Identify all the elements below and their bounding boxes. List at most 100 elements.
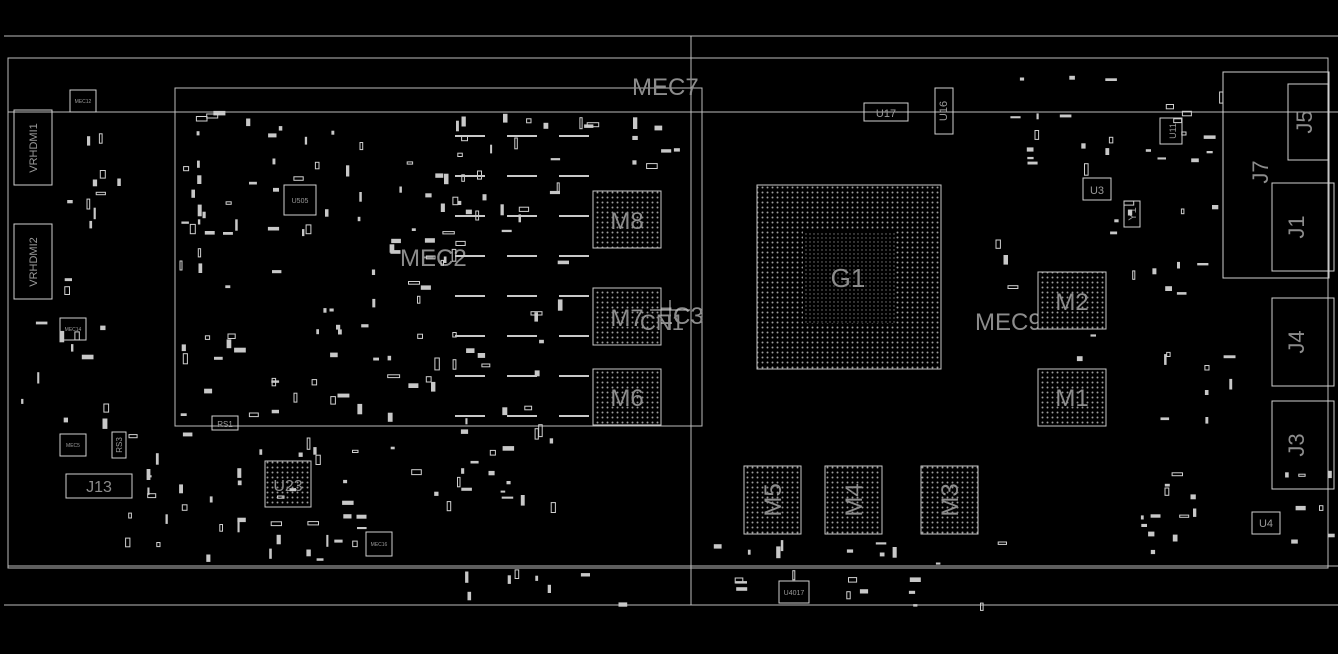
smd-pad	[1059, 114, 1072, 118]
smd-pad	[198, 263, 203, 273]
memory-m6[interactable]: M6	[592, 368, 662, 426]
smd-pad	[452, 196, 459, 206]
smd-pad	[452, 332, 457, 338]
connector-j5[interactable]: J5	[1287, 83, 1329, 161]
memory-m5[interactable]: M5	[743, 465, 802, 535]
memory-m7[interactable]: M7	[592, 287, 662, 346]
memory-m3[interactable]: M3	[920, 465, 979, 535]
smd-pad	[1090, 334, 1096, 337]
component-label-u3: U3	[1090, 185, 1104, 197]
shield-mec12[interactable]: MEC12	[69, 89, 97, 113]
smd-pad	[507, 575, 511, 584]
smd-pad	[633, 117, 638, 129]
smd-pad	[530, 311, 543, 316]
smd-pad	[488, 470, 495, 476]
smd-pad	[307, 521, 319, 526]
ic-u4[interactable]: U4	[1251, 511, 1281, 535]
ic-u17[interactable]: U17	[863, 102, 909, 122]
smd-pad	[514, 569, 520, 580]
smd-pad	[1157, 157, 1166, 160]
smd-pad	[390, 250, 401, 254]
smd-pad	[213, 110, 226, 116]
smd-pad	[1140, 515, 1144, 520]
connector-j3[interactable]: J3	[1271, 400, 1335, 490]
memory-m8[interactable]: M8	[592, 190, 662, 249]
smd-pad	[361, 324, 369, 328]
resistor-rs3[interactable]: RS3	[111, 431, 127, 459]
smd-pad	[1171, 472, 1183, 477]
smd-pad	[892, 547, 897, 558]
smd-pad	[1069, 75, 1075, 80]
resistor-rs1[interactable]: RS1	[211, 415, 239, 431]
smd-pad	[204, 335, 211, 340]
smd-pad	[1150, 514, 1161, 518]
gpu-g1[interactable]: G1	[756, 184, 942, 370]
smd-pad	[1148, 531, 1155, 537]
smd-pad	[1173, 118, 1183, 124]
ic-u11[interactable]: U11	[1159, 117, 1183, 145]
ic-u16[interactable]: U16	[934, 87, 954, 135]
component-label-j5: J5	[1292, 110, 1317, 133]
smd-pad	[214, 356, 223, 360]
connector-j1[interactable]: J1	[1271, 182, 1335, 272]
smd-pad	[1295, 505, 1306, 511]
component-label-j7: J7	[1248, 160, 1273, 183]
shield-mec14[interactable]: MEC14	[59, 317, 87, 341]
smd-pad	[197, 175, 202, 184]
smd-pad	[271, 409, 279, 414]
smd-pad	[373, 357, 379, 361]
smd-pad	[1223, 355, 1236, 359]
smd-pad	[71, 344, 74, 352]
region-vrhdmi2[interactable]: VRHDMI2	[13, 223, 53, 300]
smd-pad	[102, 418, 108, 429]
smd-pad	[557, 260, 569, 265]
connector-cn1[interactable]: CN1	[640, 300, 690, 335]
component-label-mec16: MEC16	[371, 542, 388, 548]
smd-pad	[304, 136, 308, 145]
ic-u3[interactable]: U3	[1082, 177, 1112, 201]
connector-j13[interactable]: J13	[65, 473, 133, 499]
memory-m1[interactable]: M1	[1037, 368, 1107, 427]
smd-pad	[197, 248, 202, 258]
ic-u23[interactable]: U23	[264, 460, 312, 508]
smd-pad	[202, 211, 206, 219]
smd-pad	[1181, 110, 1192, 117]
component-label-mec5: MEC5	[66, 443, 80, 449]
smd-pad	[390, 446, 395, 450]
smd-pad	[182, 353, 188, 365]
smd-pad	[1177, 261, 1180, 269]
smd-pad	[444, 173, 449, 185]
shield-mec5[interactable]: MEC5	[59, 433, 87, 457]
connector-j4[interactable]: J4	[1271, 297, 1335, 387]
smd-pad	[1003, 255, 1008, 265]
memory-m2[interactable]: M2	[1037, 271, 1107, 330]
memory-m4[interactable]: M4	[824, 465, 883, 535]
component-label-vrhdmi1: VRHDMI1	[28, 123, 40, 173]
smd-pad	[227, 333, 236, 339]
smd-pad	[316, 329, 319, 335]
board-outline	[4, 35, 1338, 606]
smd-pad	[183, 166, 190, 172]
smd-pad	[234, 347, 246, 353]
smd-pad	[543, 122, 549, 129]
smd-pad	[1219, 91, 1224, 104]
component-label-rs3: RS3	[115, 437, 124, 453]
smd-pad	[408, 383, 419, 388]
smd-pad	[298, 452, 303, 457]
ic-u505[interactable]: U505	[283, 184, 317, 216]
smd-pad	[87, 136, 91, 146]
component-label-u11: U11	[1168, 123, 1178, 139]
shield-mec16[interactable]: MEC16	[365, 531, 393, 557]
region-vrhdmi1[interactable]: VRHDMI1	[13, 109, 53, 186]
ic-u4017[interactable]: U4017	[778, 580, 810, 604]
smd-pad	[1327, 470, 1332, 479]
smd-pad	[357, 527, 367, 530]
smd-pad	[276, 534, 281, 545]
smd-pad	[352, 449, 359, 453]
smd-pad	[237, 480, 242, 486]
smd-pad	[465, 209, 472, 215]
smd-pad	[457, 476, 461, 488]
trace-segment	[455, 335, 485, 337]
smd-pad	[1180, 208, 1185, 215]
connector-j7[interactable]: J7	[1222, 71, 1330, 279]
